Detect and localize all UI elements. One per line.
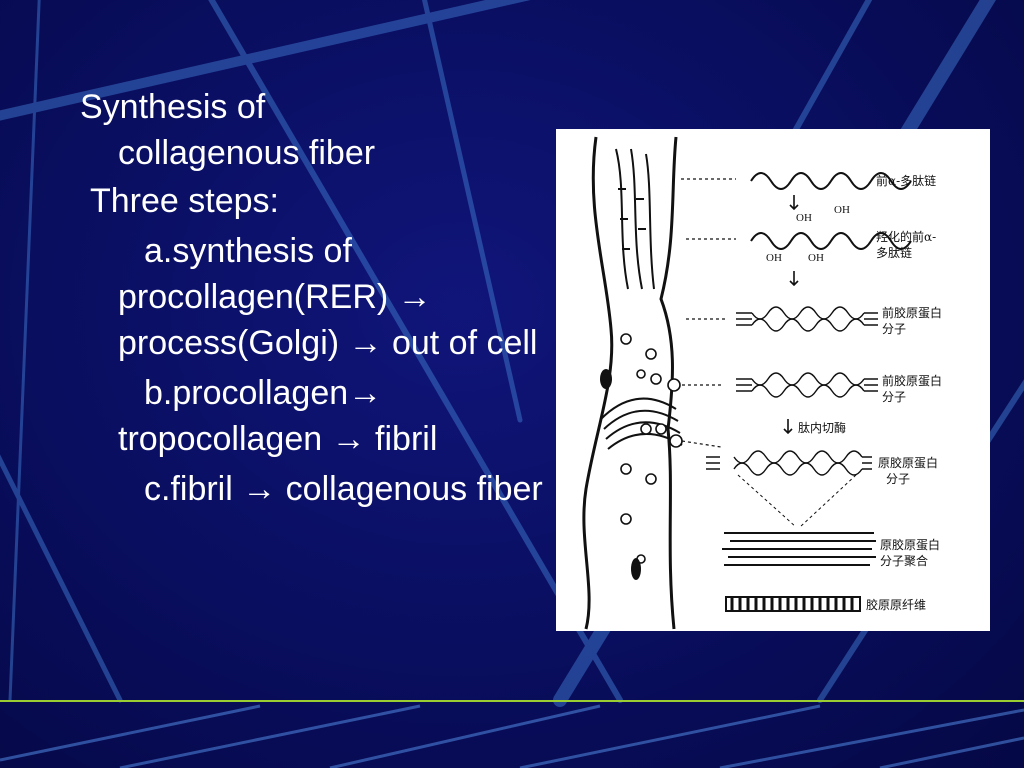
- collagen-fibril: [725, 596, 861, 612]
- step-c: c.fibril → collagenous fiber: [144, 470, 543, 508]
- oh-label-1: OH: [796, 212, 812, 224]
- step-a: a.synthesis of procollagen(RER) → proces…: [118, 232, 538, 362]
- oh-label-3: OH: [766, 252, 782, 264]
- title-line-1: Synthesis of: [80, 88, 266, 126]
- cell-outline-right: [659, 136, 678, 630]
- arrow-down-3: [783, 419, 793, 435]
- secretory-vesicles: [620, 333, 683, 564]
- label-hydroxylated-1: 羟化的前α-: [876, 229, 936, 244]
- label-pro-alpha-chain: 前α-多肽链: [876, 173, 936, 188]
- aggregation-lines: [737, 474, 857, 528]
- procollagen-helix-1: [736, 306, 878, 332]
- mitochondrion-2: [631, 558, 641, 580]
- arrow-down-1: [789, 195, 799, 211]
- arrow-down-2: [789, 271, 799, 287]
- oh-label-2: OH: [834, 204, 850, 216]
- title-line-2: collagenous fiber: [118, 134, 376, 172]
- rer-strands: [615, 148, 655, 290]
- label-hydroxylated-2: 多肽链: [876, 245, 912, 260]
- collagen-synthesis-diagram: 前α-多肽链 OH OH 羟化的前α- 多肽链 OH OH 前胶原蛋白 分子: [556, 129, 990, 631]
- label-procollagen-2b: 分子: [882, 390, 906, 404]
- hydroxylated-chain: [750, 232, 912, 250]
- subtitle: Three steps:: [90, 182, 279, 220]
- pro-alpha-chain: [750, 172, 912, 190]
- tropocollagen-aggregate: [722, 532, 876, 566]
- cell-outline: [582, 136, 614, 630]
- label-fibril: 胶原原纤维: [866, 597, 926, 612]
- body-text: Synthesis of collagenous fiber Three ste…: [80, 84, 560, 512]
- label-aggregate: 原胶原蛋白: [880, 537, 940, 552]
- label-endopeptidase: 肽内切酶: [798, 420, 846, 435]
- label-procollagen-1b: 分子: [882, 322, 906, 336]
- oh-label-4: OH: [808, 252, 824, 264]
- procollagen-helix-2: [736, 372, 878, 398]
- label-procollagen-2: 前胶原蛋白: [882, 373, 942, 388]
- label-tropocollagen: 原胶原蛋白: [878, 455, 938, 470]
- label-aggregate-b: 分子聚合: [880, 553, 928, 568]
- mitochondrion: [600, 369, 612, 389]
- tropocollagen-helix: [706, 450, 872, 476]
- slide-title: Synthesis of collagenous fiber: [80, 84, 560, 176]
- accent-divider-line: [0, 700, 1024, 702]
- label-procollagen-1: 前胶原蛋白: [882, 305, 942, 320]
- connector-lines: [681, 178, 736, 448]
- diagram-drawing: 前α-多肽链 OH OH 羟化的前α- 多肽链 OH OH 前胶原蛋白 分子: [582, 136, 942, 630]
- label-tropocollagen-b: 分子: [886, 472, 910, 486]
- step-b: b.procollagen→ tropocollagen → fibril: [118, 374, 438, 458]
